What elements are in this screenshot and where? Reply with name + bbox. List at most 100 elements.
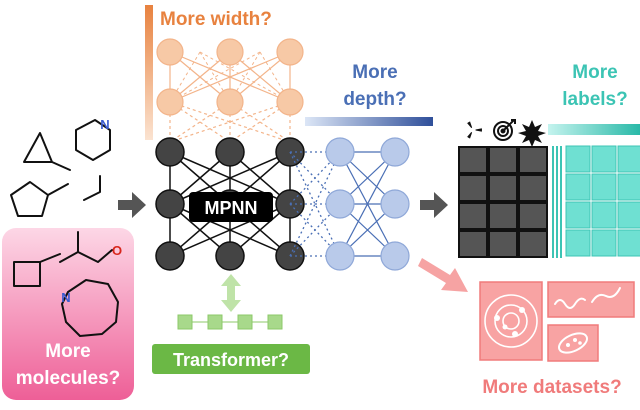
net-edge	[169, 51, 291, 103]
neuron	[380, 241, 410, 271]
arrow-right-icon	[118, 192, 146, 218]
width-section: More width?	[145, 5, 304, 143]
molecule-structures	[10, 119, 119, 337]
neuron	[156, 88, 184, 116]
depth-gradient-bar	[305, 117, 433, 126]
neuron	[380, 137, 410, 167]
dataset-card-bacteria	[547, 324, 599, 362]
dataset-card-assay	[479, 281, 543, 361]
table-cell	[460, 176, 486, 200]
molecules-label-line2: molecules?	[16, 368, 121, 389]
table-cell	[591, 145, 617, 173]
depth-network	[289, 137, 410, 271]
splat-icon	[518, 120, 546, 147]
bacteria-icon	[557, 332, 589, 354]
labels-label-line2: labels?	[562, 89, 627, 110]
arrow-right-icon	[420, 192, 448, 218]
transformer-label: Transformer?	[173, 350, 289, 370]
transformer-section: Transformer?	[152, 274, 310, 374]
table-cell	[520, 232, 546, 256]
width-label: More width?	[160, 9, 272, 30]
table-stripe	[556, 146, 558, 258]
table-cell	[565, 229, 591, 257]
neuron	[325, 189, 355, 219]
transformer-token	[177, 314, 193, 330]
depth-label-line1: More	[352, 62, 397, 83]
table-cell	[520, 148, 546, 172]
depth-section: More depth?	[289, 62, 433, 271]
neuron	[276, 88, 304, 116]
net-edge	[169, 51, 261, 103]
arrow-diagonal-icon	[418, 258, 468, 292]
table-cell	[460, 232, 486, 256]
output-label-table	[458, 146, 548, 258]
new-label-table	[552, 145, 640, 258]
flow-arrows	[118, 192, 468, 292]
target-cells-icon	[484, 294, 538, 348]
molecules-box	[2, 228, 134, 400]
datasets-label: More datasets?	[482, 377, 621, 398]
molecules-label-line1: More	[45, 341, 90, 362]
table-cell	[460, 204, 486, 228]
transformer-token	[237, 314, 253, 330]
molecules-section: N O N More molecules?	[2, 117, 134, 400]
mpnn-label-box	[189, 192, 273, 222]
transformer-network	[177, 314, 283, 330]
neuron	[380, 189, 410, 219]
table-cell	[520, 204, 546, 228]
protein-chain-icon	[554, 287, 621, 309]
double-arrow-icon	[221, 274, 241, 312]
neuron	[215, 137, 245, 167]
datasets-section: More datasets?	[479, 281, 635, 398]
neuron	[325, 241, 355, 271]
mpnn-label: MPNN	[205, 198, 258, 218]
table-cell	[591, 173, 617, 201]
table-cell	[490, 232, 516, 256]
table-cell	[617, 145, 640, 173]
table-cell	[490, 176, 516, 200]
table-cell	[490, 204, 516, 228]
net-edge	[289, 151, 341, 257]
table-cell	[460, 148, 486, 172]
table-stripe	[552, 146, 554, 258]
depth-label-line2: depth?	[343, 89, 406, 110]
transformer-label-box	[152, 344, 310, 374]
table-cell	[617, 229, 640, 257]
transformer-token	[267, 314, 283, 330]
neuron	[155, 137, 185, 167]
radiation-icon	[463, 120, 483, 140]
neuron	[156, 38, 184, 66]
table-cell	[617, 173, 640, 201]
table-cell	[591, 229, 617, 257]
labels-label-line1: More	[572, 62, 617, 83]
net-edge	[199, 51, 291, 103]
table-cell	[565, 201, 591, 229]
table-cell	[565, 173, 591, 201]
atom-n-azocane: N	[61, 290, 70, 305]
table-cell	[591, 201, 617, 229]
atom-n-piperidine: N	[100, 117, 109, 132]
neuron	[276, 38, 304, 66]
neuron	[155, 189, 185, 219]
net-edge	[289, 151, 341, 257]
net-edge	[339, 151, 396, 257]
neuron	[325, 137, 355, 167]
neuron	[216, 88, 244, 116]
atom-o: O	[112, 243, 122, 258]
width-gradient-bar	[145, 5, 153, 140]
neuron	[215, 241, 245, 271]
table-cell	[490, 148, 516, 172]
labels-section: More labels?	[458, 62, 640, 258]
table-stripe	[560, 146, 562, 258]
target-icon	[493, 119, 516, 141]
neuron	[155, 241, 185, 271]
width-network	[156, 38, 304, 143]
labels-gradient-bar	[548, 124, 640, 135]
table-cell	[565, 145, 591, 173]
table-cell	[617, 201, 640, 229]
transformer-token	[207, 314, 223, 330]
mpnn-section: MPNN	[155, 137, 305, 271]
neuron	[216, 38, 244, 66]
table-cell	[520, 176, 546, 200]
